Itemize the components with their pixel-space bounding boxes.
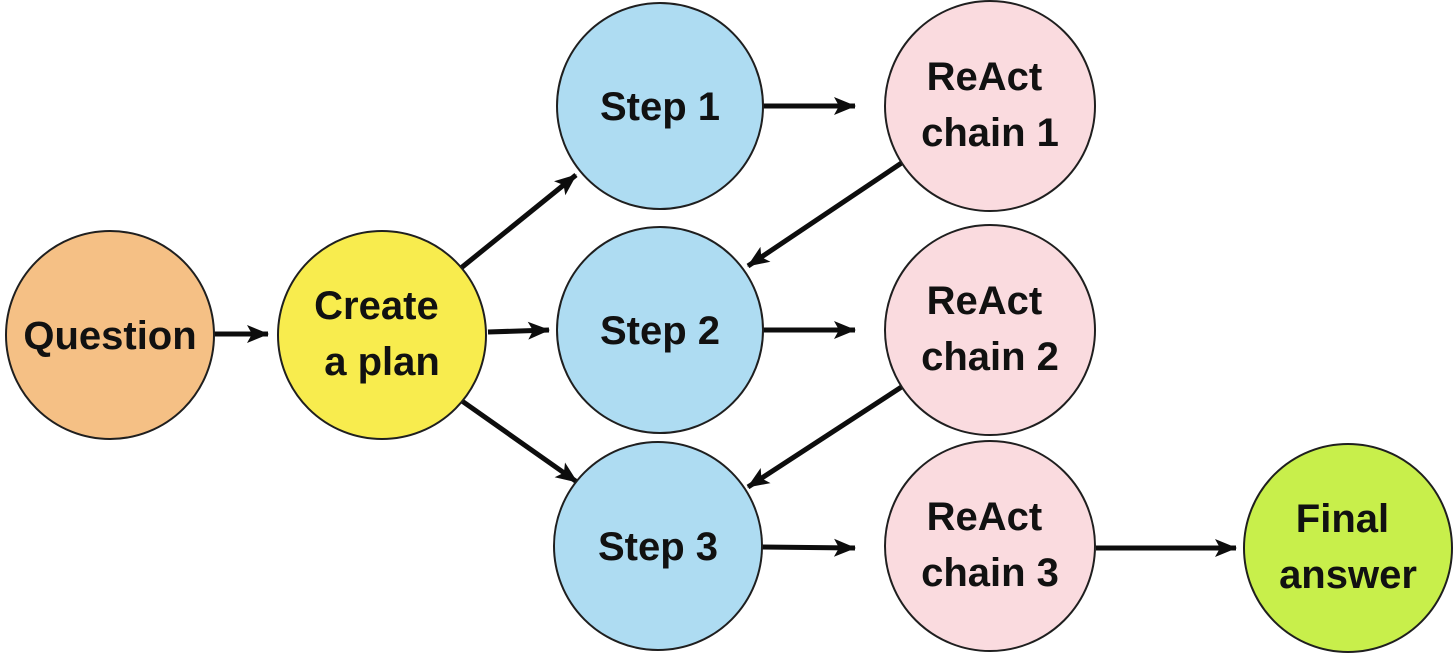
edge-create-plan-to-step1 [459, 173, 578, 270]
node-react-chain2-label-line1: ReAct [927, 279, 1043, 323]
node-create-plan-label-line2: a plan [324, 340, 440, 384]
node-create-plan-label: Create a plan [314, 284, 450, 384]
node-step3-circle [553, 441, 763, 651]
node-react-chain1-circle [884, 0, 1096, 212]
node-step2-label-line1: Step 2 [600, 309, 720, 353]
edge-create-plan-to-step3 [460, 398, 579, 485]
node-create-plan-label-line1: Create [314, 284, 439, 328]
node-react-chain1-label-line1: ReAct [927, 55, 1043, 99]
node-step2: Step 2 [556, 226, 764, 434]
node-step2-label: Step 2 [600, 309, 720, 353]
node-react-chain3-label-line2: chain 3 [921, 551, 1059, 595]
node-question-label-line1: Question [23, 314, 196, 358]
node-final-answer-circle [1243, 443, 1453, 653]
node-react-chain2-circle [884, 224, 1096, 436]
node-react-chain3-label: ReAct chain 3 [921, 495, 1059, 595]
node-step1-label: Step 1 [600, 85, 720, 129]
node-create-plan-circle [277, 230, 487, 440]
node-question-label: Question [23, 314, 196, 358]
node-react-chain2-label: ReAct chain 2 [921, 279, 1059, 379]
edge-layer [214, 97, 1237, 557]
node-step1-label-line1: Step 1 [600, 85, 720, 129]
node-react-chain3: ReAct chain 3 [884, 440, 1096, 652]
node-react-chain1: ReAct chain 1 [884, 0, 1096, 212]
node-react-chain1-label-line2: chain 1 [921, 111, 1059, 155]
node-react-chain3-circle [884, 440, 1096, 652]
node-react-chain1-label: ReAct chain 1 [921, 55, 1059, 155]
node-react-chain3-label-line1: ReAct [927, 495, 1043, 539]
node-final-answer-label: Final answer [1279, 497, 1417, 597]
node-step1-circle [556, 2, 764, 210]
node-question: Question [5, 230, 215, 440]
node-layer: Question Create a plan Step 1 Step [5, 0, 1453, 653]
node-react-chain2: ReAct chain 2 [884, 224, 1096, 436]
node-step3-label: Step 3 [598, 525, 718, 569]
edge-chain1-to-step2 [746, 159, 905, 269]
edge-chain2-to-step3 [746, 383, 905, 490]
edge-create-plan-to-step2 [487, 321, 550, 340]
node-step2-circle [556, 226, 764, 434]
node-create-plan: Create a plan [277, 230, 487, 440]
node-question-circle [5, 230, 215, 440]
node-step3-label-line1: Step 3 [598, 525, 718, 569]
node-step3: Step 3 [553, 441, 763, 651]
node-final-answer: Final answer [1243, 443, 1453, 653]
node-final-answer-label-line1: Final [1296, 497, 1389, 541]
node-step1: Step 1 [556, 2, 764, 210]
node-react-chain2-label-line2: chain 2 [921, 335, 1059, 379]
node-final-answer-label-line2: answer [1279, 553, 1417, 597]
edge-step3-to-chain3 [757, 538, 856, 557]
